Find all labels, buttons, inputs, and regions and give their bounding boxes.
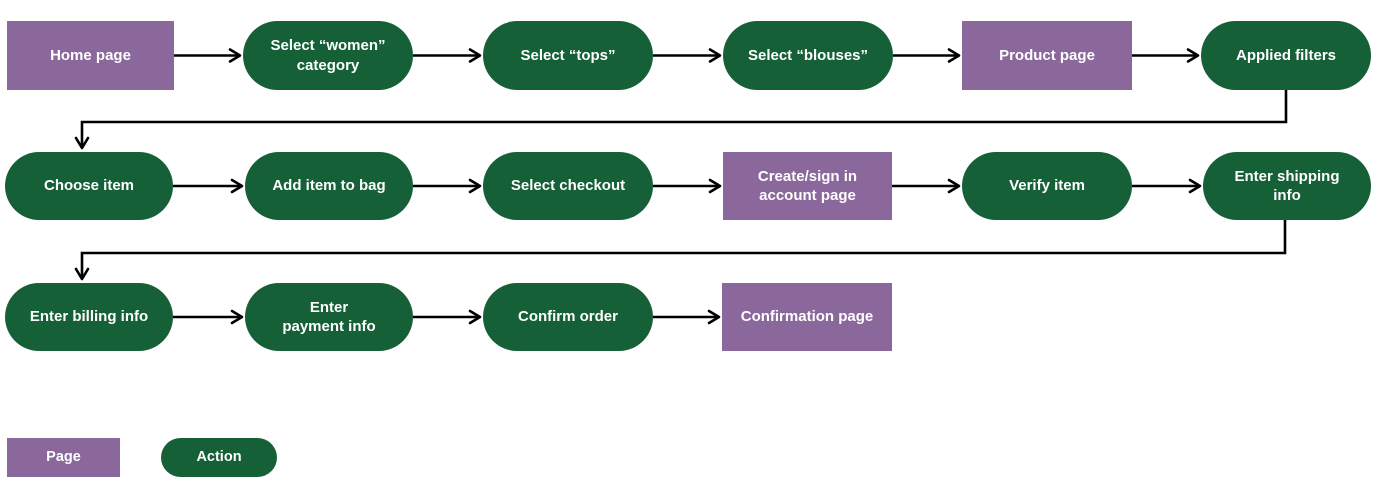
node-product-page: Product page <box>962 21 1132 90</box>
node-home-page: Home page <box>7 21 174 90</box>
node-enter-billing-info: Enter billing info <box>5 283 173 351</box>
node-enter-payment-info: Enter payment info <box>245 283 413 351</box>
node-select-checkout: Select checkout <box>483 152 653 220</box>
node-select-tops: Select “tops” <box>483 21 653 90</box>
legend-page-swatch: Page <box>7 438 120 477</box>
node-applied-filters: Applied filters <box>1201 21 1371 90</box>
node-confirmation-page: Confirmation page <box>722 283 892 351</box>
node-select-women-category: Select “women” category <box>243 21 413 90</box>
node-select-blouses: Select “blouses” <box>723 21 893 90</box>
arrow-filters-to-choose-item <box>74 89 1288 150</box>
node-verify-item: Verify item <box>962 152 1132 220</box>
node-choose-item: Choose item <box>5 152 173 220</box>
legend-action-swatch: Action <box>161 438 277 477</box>
node-create-sign-in-account-page: Create/sign in account page <box>723 152 892 220</box>
node-add-item-to-bag: Add item to bag <box>245 152 413 220</box>
node-confirm-order: Confirm order <box>483 283 653 351</box>
arrow-shipping-to-billing <box>74 220 1287 281</box>
node-enter-shipping-info: Enter shipping info <box>1203 152 1371 220</box>
